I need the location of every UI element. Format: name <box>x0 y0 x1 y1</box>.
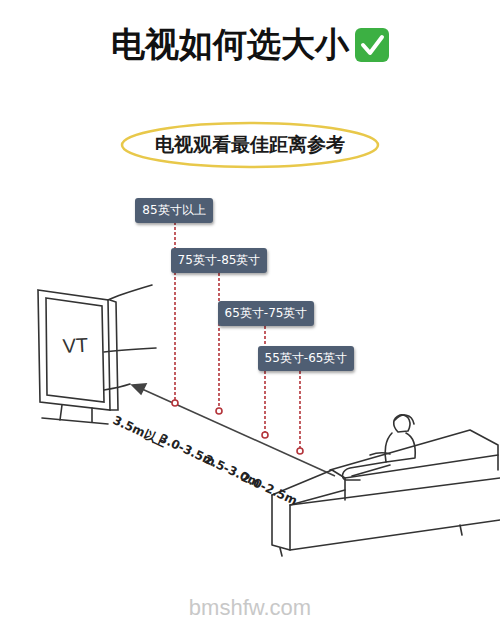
distance-label: 2.0-2.5m <box>239 470 299 508</box>
watermark: bmshfw.com <box>189 595 311 621</box>
tv-screen-text: VT <box>62 334 89 358</box>
distance-label: 3.5m以上 <box>110 412 170 452</box>
size-callout: 65英寸-75英寸 <box>218 301 315 326</box>
check-mark <box>363 37 382 53</box>
size-text: 65英寸-75英寸 <box>225 305 308 322</box>
size-callout: 55英寸-65英寸 <box>258 346 355 371</box>
size-callout: 75英寸-85英寸 <box>171 248 268 273</box>
sofa-sketch <box>272 415 500 556</box>
size-text: 85英寸以上 <box>142 202 205 219</box>
title: 电视如何选大小 <box>111 22 349 68</box>
heading-text: 电视观看最佳距离参考 <box>155 132 345 158</box>
distance-arrow <box>132 384 335 476</box>
size-text: 55英寸-65英寸 <box>265 350 348 367</box>
marker-lines <box>175 222 300 448</box>
tv-sketch <box>38 285 156 424</box>
check-icon <box>355 28 389 62</box>
heading-ellipse: 电视观看最佳距离参考 <box>120 121 380 169</box>
size-callout: 85英寸以上 <box>135 198 212 223</box>
size-text: 75英寸-85英寸 <box>178 252 261 269</box>
